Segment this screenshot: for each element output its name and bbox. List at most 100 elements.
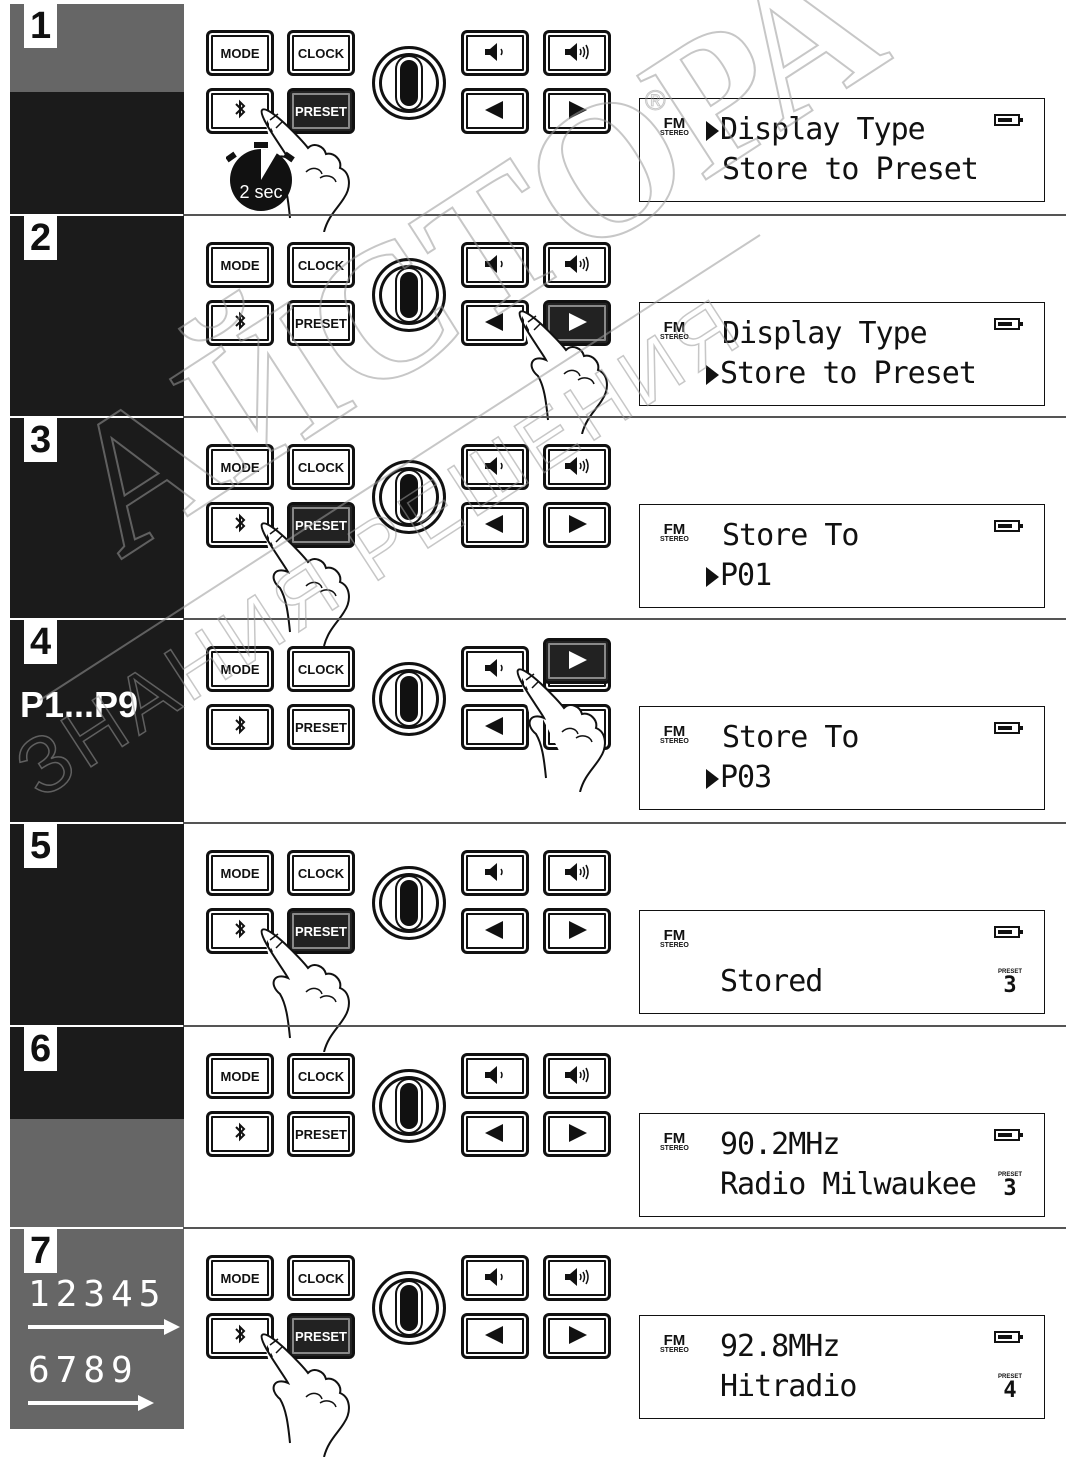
vol_up-button[interactable] xyxy=(543,242,611,288)
display-text: Store To xyxy=(722,720,859,755)
mode-button[interactable]: MODE xyxy=(206,646,274,692)
vol_up-button[interactable] xyxy=(543,1053,611,1099)
mode-button[interactable]: MODE xyxy=(206,1255,274,1301)
vol_up-button[interactable] xyxy=(543,444,611,490)
vol_down-button[interactable] xyxy=(461,1255,529,1301)
vol_down-button[interactable] xyxy=(461,850,529,896)
rotary-knob-icon[interactable] xyxy=(372,866,446,940)
rotary-knob-icon[interactable] xyxy=(372,46,446,120)
display-text: Hitradio xyxy=(720,1369,857,1404)
step-number: 2 xyxy=(24,216,58,260)
vol_down-button[interactable] xyxy=(461,1053,529,1099)
preset-indicator-label: PRESET xyxy=(997,1374,1022,1380)
right-arrow-icon xyxy=(562,918,592,945)
sidebar-shade xyxy=(10,1119,184,1227)
step-sidebar: 2 xyxy=(10,216,184,416)
bluetooth-button[interactable] xyxy=(206,704,274,750)
right-button[interactable] xyxy=(543,1111,611,1157)
volume-up-icon xyxy=(562,40,592,67)
display-text: 92.8MHz xyxy=(720,1329,840,1364)
rotary-knob-icon[interactable] xyxy=(372,1069,446,1143)
left-button[interactable] xyxy=(461,1111,529,1157)
left-arrow-icon xyxy=(480,1323,510,1350)
stereo-label: STEREO xyxy=(660,738,689,745)
preset-button[interactable]: PRESET xyxy=(287,1111,355,1157)
left-button[interactable] xyxy=(461,502,529,548)
bluetooth-icon xyxy=(225,98,255,125)
knob-grip xyxy=(400,272,418,318)
vol_down-button[interactable] xyxy=(461,444,529,490)
preset-button[interactable]: PRESET xyxy=(287,88,355,134)
mode-button[interactable]: MODE xyxy=(206,850,274,896)
mode-button[interactable]: MODE xyxy=(206,30,274,76)
left-button[interactable] xyxy=(461,1313,529,1359)
battery-icon xyxy=(994,318,1023,330)
stereo-label: STEREO xyxy=(660,1347,689,1354)
vol_up-button[interactable] xyxy=(543,1255,611,1301)
display-line-1: 92.8MHz xyxy=(720,1329,840,1364)
volume-up-icon xyxy=(562,252,592,279)
step-side-label: P1...P9 xyxy=(20,684,139,725)
display-line-2: Stored xyxy=(720,965,823,999)
vol_down-button[interactable] xyxy=(461,242,529,288)
bluetooth-icon xyxy=(225,1121,255,1148)
stereo-label: STEREO xyxy=(660,130,689,137)
preset-button[interactable]: PRESET xyxy=(287,908,355,954)
clock-button[interactable]: CLOCK xyxy=(287,646,355,692)
mode-button[interactable]: MODE xyxy=(206,242,274,288)
knob-grip xyxy=(400,676,418,722)
clock-button[interactable]: CLOCK xyxy=(287,242,355,288)
preset-button[interactable]: PRESET xyxy=(287,1313,355,1359)
stereo-label: STEREO xyxy=(660,334,689,341)
rotary-knob-icon[interactable] xyxy=(372,662,446,736)
volume-up-icon xyxy=(562,454,592,481)
left-button[interactable] xyxy=(461,88,529,134)
fm-label: FM xyxy=(663,927,686,944)
rotary-knob-icon[interactable] xyxy=(372,460,446,534)
bluetooth-icon xyxy=(225,512,255,539)
mode-button[interactable]: MODE xyxy=(206,1053,274,1099)
left-button[interactable] xyxy=(461,908,529,954)
clock-button[interactable]: CLOCK xyxy=(287,444,355,490)
vol_up-button[interactable] xyxy=(543,30,611,76)
clock-button[interactable]: CLOCK xyxy=(287,850,355,896)
volume-down-icon xyxy=(480,656,510,683)
vol_down-button[interactable] xyxy=(461,30,529,76)
clock-button[interactable]: CLOCK xyxy=(287,1255,355,1301)
bluetooth-button[interactable] xyxy=(206,300,274,346)
vol_up-button[interactable] xyxy=(543,850,611,896)
volume-up-icon xyxy=(562,860,592,887)
left-button[interactable] xyxy=(461,704,529,750)
rotary-knob-icon[interactable] xyxy=(372,1271,446,1345)
bluetooth-icon xyxy=(225,714,255,741)
display-line-2: P03 xyxy=(706,761,772,795)
preset-button[interactable]: PRESET xyxy=(287,704,355,750)
rotary-knob-icon[interactable] xyxy=(372,258,446,332)
preset-button[interactable]: PRESET xyxy=(287,300,355,346)
fm-label: FM xyxy=(663,115,686,132)
battery-icon xyxy=(994,520,1023,532)
stereo-label: STEREO xyxy=(660,536,689,543)
right-button[interactable] xyxy=(543,502,611,548)
step-number: 5 xyxy=(24,824,58,868)
selection-cursor-icon xyxy=(706,365,719,385)
right-button[interactable] xyxy=(543,1313,611,1359)
mode-button[interactable]: MODE xyxy=(206,444,274,490)
battery-icon xyxy=(994,114,1023,126)
step-sidebar: 3 xyxy=(10,418,184,618)
clock-button[interactable]: CLOCK xyxy=(287,1053,355,1099)
right-button[interactable] xyxy=(543,88,611,134)
bluetooth-button[interactable] xyxy=(206,1111,274,1157)
clock-button[interactable]: CLOCK xyxy=(287,30,355,76)
right-button[interactable] xyxy=(543,908,611,954)
knob-grip xyxy=(400,60,418,106)
stereo-label: STEREO xyxy=(660,1145,689,1152)
